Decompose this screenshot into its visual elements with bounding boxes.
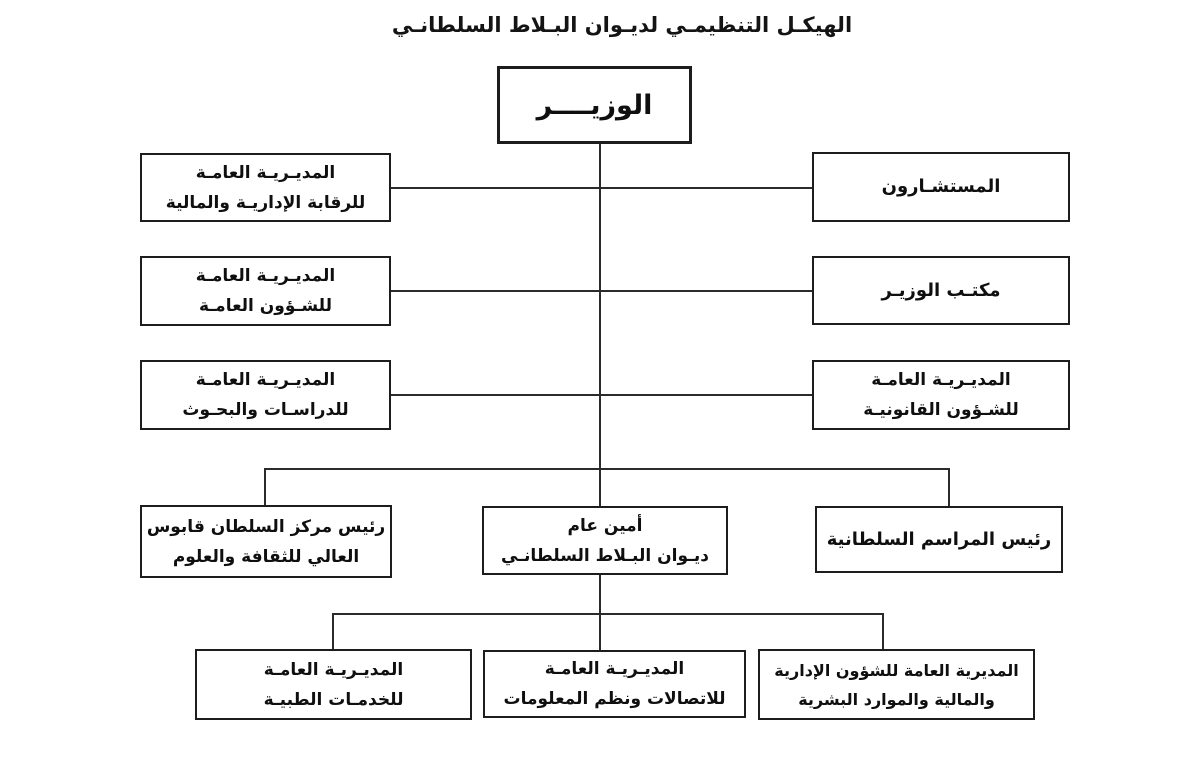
box-text-line: ديـوان البـلاط السلطانـي [500,545,710,566]
box-text-line: أمين عام [567,515,643,536]
box-secretary-general-royal-court: أمين عام ديـوان البـلاط السلطانـي [482,506,728,575]
box-text-line: للشـؤون العامـة [199,296,332,316]
connector-line [264,468,266,506]
chart-title: الهيكـل التنظيمـي لديـوان البـلاط السلطا… [391,13,853,37]
box-text-line: للشـؤون القانونيـة [863,400,1019,420]
box-text-line: للخدمـات الطبيـة [263,689,404,710]
box-text-line: المديـريـة العامـة [871,370,1011,390]
box-directorate-admin-financial-control: المديـريـة العامـة للرقابة الإداريـة وال… [140,153,391,222]
box-text-line: والمالية والموارد البشرية [798,689,995,709]
box-directorate-legal-affairs: المديـريـة العامـة للشـؤون القانونيـة [812,360,1070,430]
connector-line [332,613,884,615]
box-directorate-studies-research: المديـريـة العامـة للدراسـات والبحـوث [140,360,391,430]
connector-line [882,613,884,650]
connector-line [600,187,812,189]
connector-line [600,394,812,396]
connector-line [332,613,334,650]
box-text-line: للرقابة الإداريـة والمالية [165,192,366,213]
box-text-line: المديـريـة العامـة [195,162,336,183]
connector-line [599,144,601,506]
box-text-line: المديـريـة العامـة [195,370,336,390]
connector-line [391,187,600,189]
box-text-line: رئيس مركز السلطان قابوس [146,516,386,537]
box-directorate-medical-services: المديـريـة العامـة للخدمـات الطبيـة [195,649,472,720]
box-head-royal-protocols: رئيس المراسم السلطانية [815,506,1063,573]
box-text-line: المديـريـة العامـة [544,659,685,679]
box-text-line: مكتـب الوزيـر [881,279,1001,301]
box-minister-office: مكتـب الوزيـر [812,256,1070,325]
connector-line [948,468,950,507]
box-text-line: المديـريـة العامـة [195,266,336,286]
box-text-line: الوزيــــر [536,89,653,121]
box-minister: الوزيــــر [497,66,692,144]
box-text-line: المستشـارون [881,176,1001,197]
connector-line [264,468,950,470]
box-text-line: العالي للثقافة والعلوم [172,546,360,567]
box-directorate-communications-information-systems: المديـريـة العامـة للاتصالات ونظم المعلو… [483,650,746,718]
box-text-line: المديـريـة العامـة [263,659,404,680]
connector-line [391,394,600,396]
connector-line [600,290,812,292]
box-sultan-qaboos-centre-chairman: رئيس مركز السلطان قابوس العالي للثقافة و… [140,505,392,578]
box-text-line: رئيس المراسم السلطانية [826,528,1052,550]
box-text-line: للاتصالات ونظم المعلومات [503,689,726,709]
box-text-line: المديرية العامة للشؤون الإدارية [774,660,1019,680]
box-text-line: للدراسـات والبحـوث [182,400,349,420]
connector-line [391,290,600,292]
box-directorate-general-affairs: المديـريـة العامـة للشـؤون العامـة [140,256,391,326]
box-advisors: المستشـارون [812,152,1070,222]
box-directorate-admin-finance-hr: المديرية العامة للشؤون الإدارية والمالية… [758,649,1035,720]
